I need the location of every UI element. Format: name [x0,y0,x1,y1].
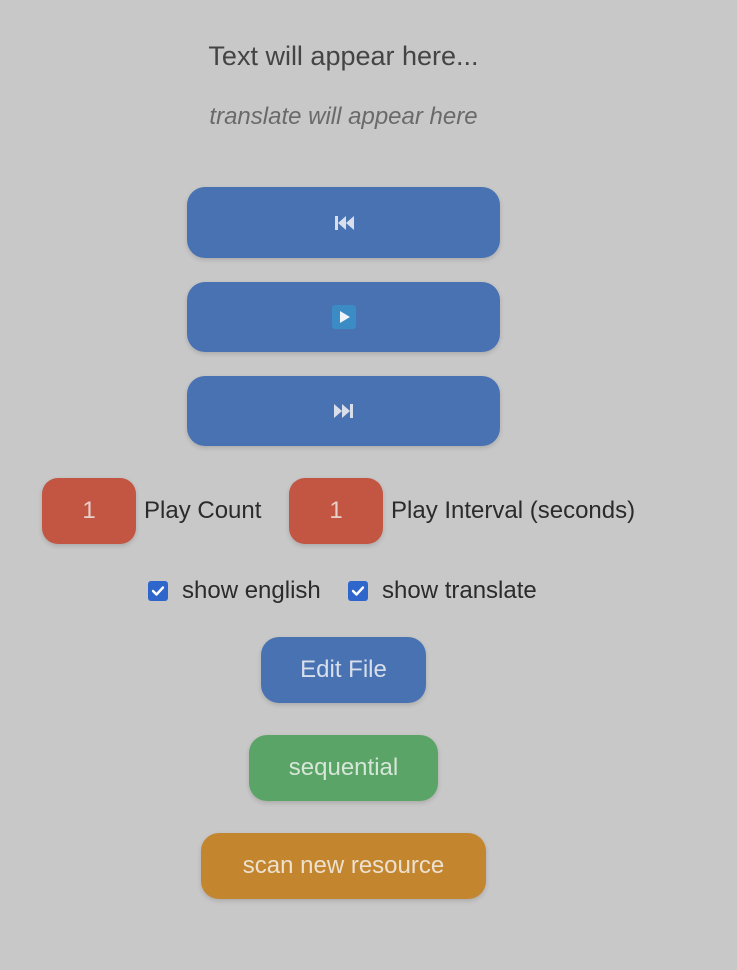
text-display: Text will appear here... [208,41,479,71]
show-english-label: show english [182,577,321,604]
play-count-input[interactable]: 1 [42,478,136,544]
show-translate-checkbox[interactable] [348,581,368,601]
checkmark-icon [351,586,365,596]
show-english-checkbox[interactable] [148,581,168,601]
play-icon [331,305,356,329]
skip-previous-icon [333,214,355,232]
play-button[interactable] [187,282,500,352]
play-count-label: Play Count [144,497,262,524]
edit-file-button[interactable]: Edit File [261,637,426,703]
play-interval-input[interactable]: 1 [289,478,383,544]
previous-button[interactable] [187,187,500,258]
checkmark-icon [151,586,165,596]
translate-display: translate will appear here [209,103,478,130]
sequential-button[interactable]: sequential [249,735,438,801]
skip-next-icon [333,402,355,420]
next-button[interactable] [187,376,500,446]
show-translate-option[interactable]: show translate [348,576,537,606]
scan-new-resource-button[interactable]: scan new resource [201,833,486,899]
play-interval-label: Play Interval (seconds) [391,497,636,524]
show-translate-label: show translate [382,577,537,604]
show-english-option[interactable]: show english [148,576,321,606]
